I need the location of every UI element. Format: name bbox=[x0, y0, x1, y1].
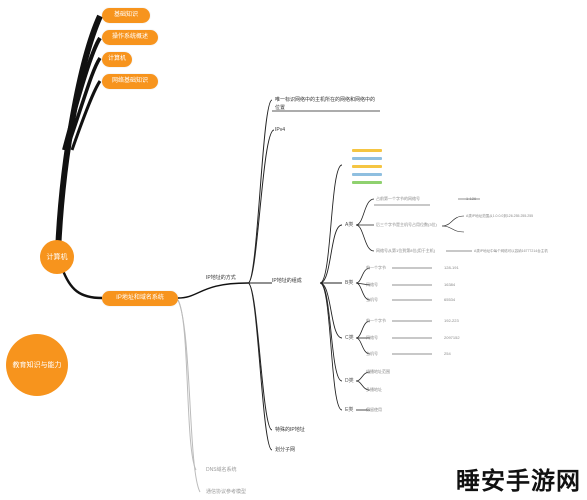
trunk-link-3 bbox=[68, 57, 102, 141]
class-b-row: 主机号 bbox=[366, 297, 378, 302]
class-c-label: C类 bbox=[345, 335, 354, 341]
node-computer-small[interactable]: 计算机 bbox=[102, 52, 132, 67]
watermark-text: 睡安手游网 bbox=[456, 467, 581, 495]
class-a-note: A类IP地址中每个网络可以容纳16777214台主机 bbox=[474, 249, 548, 253]
faded-dns: DNS域名系统 bbox=[206, 467, 237, 473]
faded-osi: 通信协议参考模型 bbox=[206, 489, 247, 495]
class-b-note: 128-191 bbox=[444, 265, 459, 270]
branch-composition: IP地址的组成 bbox=[272, 278, 302, 284]
class-a-row: 占前第一个字节的网络号 bbox=[376, 196, 420, 201]
class-d-row: 多播地址 bbox=[366, 387, 382, 392]
ip-down-link-1 bbox=[177, 299, 197, 471]
class-e-label: E类 bbox=[345, 407, 354, 413]
branch-subnet: 划分子网 bbox=[275, 447, 296, 453]
class-c-row: 网络号 bbox=[366, 335, 378, 340]
class-a-row: 后三个字节是主机号占用位数(3位) bbox=[376, 222, 437, 227]
class-e-row: 保留使用 bbox=[366, 407, 382, 412]
branch-ip-method: IP地址的方式 bbox=[206, 275, 236, 281]
branch-special-ip: 特殊的IP地址 bbox=[275, 427, 305, 433]
branch-to-subnet bbox=[247, 282, 273, 451]
class-c-note: 254 bbox=[444, 351, 451, 356]
legend-bar bbox=[352, 149, 382, 152]
comp-to-d bbox=[319, 282, 343, 382]
legend-bar bbox=[352, 157, 382, 160]
legend-bar bbox=[352, 181, 382, 184]
computer-to-ip-link bbox=[60, 267, 103, 300]
class-b-row: 前一个字节 bbox=[366, 265, 386, 270]
node-network-basics[interactable]: 网络基础知识 bbox=[102, 74, 158, 89]
note-unique-id: 唯一标识网络中的主机所在的网络和网络中的 bbox=[275, 97, 376, 103]
class-d-label: D类 bbox=[345, 378, 354, 384]
node-root-label: 教育知识与能力 bbox=[12, 361, 62, 369]
comp-to-bars bbox=[319, 164, 343, 284]
trunk-link-2 bbox=[62, 36, 102, 151]
node-ip-domain[interactable]: IP地址和域名系统 bbox=[102, 291, 178, 306]
note-ipv4: IPv4 bbox=[275, 127, 286, 133]
legend-bar bbox=[352, 173, 382, 176]
class-c-note: 2097152 bbox=[444, 335, 460, 340]
class-c-note: 192-223 bbox=[444, 318, 459, 323]
comp-to-a bbox=[319, 224, 343, 284]
class-a-note: 1-126 bbox=[466, 196, 477, 201]
node-basics[interactable]: 基础知识 bbox=[102, 8, 150, 23]
node-root-education[interactable]: 教育知识与能力 bbox=[6, 334, 68, 396]
note-position: 位置 bbox=[275, 105, 286, 111]
branch-spine bbox=[247, 99, 273, 284]
node-os-overview[interactable]: 操作系统概述 bbox=[102, 30, 158, 45]
class-c-row: 主机号 bbox=[366, 351, 378, 356]
branch-to-special bbox=[247, 282, 273, 431]
class-a-note: A类IP地址范围从1.0.0.0到126.255.255.255 bbox=[466, 214, 534, 218]
branch-to-ipv4 bbox=[247, 129, 275, 284]
class-c-row: 前一个字节 bbox=[366, 318, 386, 323]
class-b-row: 网络号 bbox=[366, 282, 378, 287]
ip-to-branch-link bbox=[177, 282, 249, 299]
comp-to-e bbox=[319, 282, 343, 411]
ip-down-link-2 bbox=[177, 299, 201, 493]
node-computer-label: 计算机 bbox=[46, 253, 68, 261]
class-b-note: 65534 bbox=[444, 297, 456, 302]
class-a-row: 网络号从第1位到第8位(用于主机) bbox=[376, 248, 436, 253]
class-b-note: 16384 bbox=[444, 282, 456, 287]
class-a-label: A类 bbox=[345, 222, 354, 228]
class-b-label: B类 bbox=[345, 280, 354, 286]
trunk-link-4 bbox=[70, 80, 102, 151]
legend-bar bbox=[352, 165, 382, 168]
class-d-row: 组播地址范围 bbox=[366, 369, 390, 374]
node-computer[interactable]: 计算机 bbox=[40, 240, 74, 274]
